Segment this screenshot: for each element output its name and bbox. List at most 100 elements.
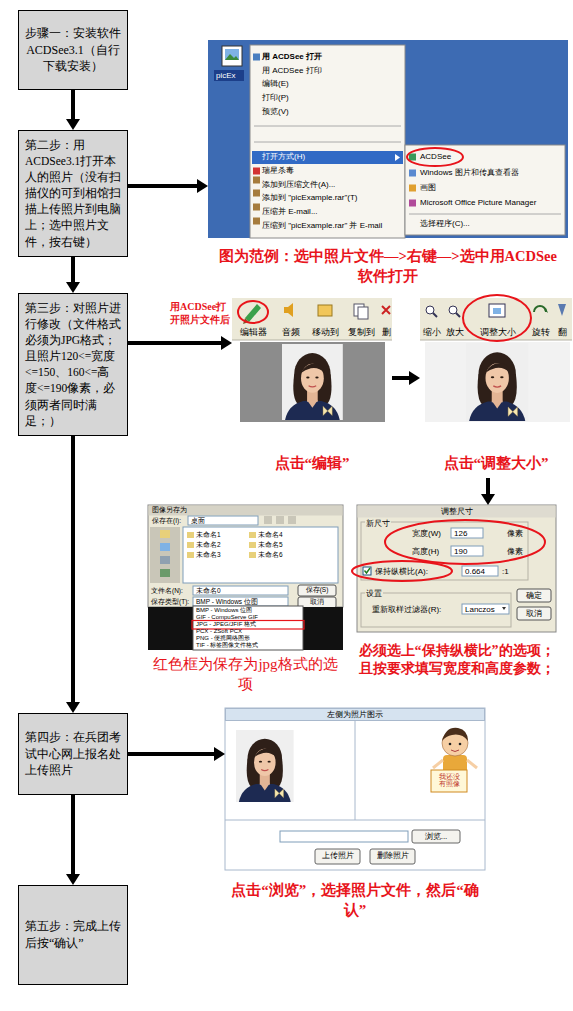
- ui-text: Microsoft Office Picture Manager: [420, 198, 536, 208]
- ui-text: 未命名0: [196, 587, 221, 595]
- save-dialog: [298, 585, 336, 596]
- ui-text: 126: [454, 529, 467, 539]
- resize-dialog: [352, 505, 556, 632]
- ui-text: 未命名1: [196, 531, 221, 539]
- context-menu-screenshot: [254, 142, 401, 143]
- editor-toolbar-screenshot: [238, 301, 268, 323]
- save-dialog: [160, 556, 170, 564]
- ui-text: BMP - Windows 位图: [196, 607, 252, 614]
- context-menu-screenshot: [253, 54, 260, 61]
- ui-text: 保存类型(T):: [151, 598, 189, 606]
- ui-text: 调整尺寸: [357, 507, 556, 516]
- save-dialog: [187, 552, 194, 558]
- ui-text: 我还没有照像: [438, 773, 460, 788]
- resize-dialog: [517, 607, 551, 620]
- resize-toolbar-screenshot: [425, 342, 570, 422]
- ui-text: 缩小: [423, 327, 441, 337]
- ui-text: 翻: [558, 327, 567, 337]
- ui-text: ACDSee: [420, 152, 451, 162]
- upload-panel: [442, 728, 468, 741]
- save-dialog: [188, 516, 258, 525]
- caption-text: 图为范例：选中照片文件—>右键—>选中用ACDSee软件打开: [218, 247, 558, 286]
- context-menu-screenshot: [214, 70, 244, 81]
- ui-text: 打开方式(H): [262, 152, 305, 162]
- upload-panel: [236, 730, 294, 802]
- save-dialog: [148, 505, 343, 607]
- save-dialog: [298, 597, 336, 608]
- ui-text: 新尺寸: [365, 519, 391, 529]
- ui-text: 未命名6: [258, 551, 283, 559]
- resize-dialog: [352, 561, 452, 581]
- save-dialog: [148, 607, 343, 650]
- resize-toolbar-screenshot: [420, 298, 572, 340]
- step-text: 第四步：在兵团考试中心网上报名处上传照片: [25, 729, 121, 779]
- ui-text: 删: [382, 327, 391, 337]
- flow-arrow: [128, 336, 232, 350]
- ui-text: 未命名5: [258, 541, 283, 549]
- ui-text: TIF - 标签图像文件格式: [196, 642, 258, 649]
- ui-text: 压缩到 "picExample.rar" 并 E-mail: [262, 221, 382, 231]
- flow-arrow: [481, 478, 495, 505]
- upload-panel: [225, 820, 485, 821]
- flow-arrow: [66, 795, 80, 885]
- resize-dialog: [365, 568, 371, 573]
- screenshot-panel: 缩小放大调整大小旋转翻点击“调整大小”: [420, 298, 572, 478]
- save-dialog: [276, 516, 284, 524]
- upload-panel: [451, 750, 459, 752]
- arrow-head: [66, 282, 80, 293]
- ui-text: 添加到 "picExample.rar"(T): [262, 193, 357, 203]
- caption-text: 红色框为保存为jpg格式的选项: [148, 655, 343, 694]
- save-dialog: [193, 597, 288, 606]
- ui-text: 音频: [282, 327, 300, 337]
- upload-panel: [467, 760, 477, 768]
- upload-panel: [225, 708, 485, 870]
- ui-text: 用 ACDSee 打印: [262, 66, 322, 76]
- resize-toolbar-screenshot: [558, 304, 566, 316]
- ui-text: 瑞星杀毒: [262, 166, 294, 176]
- screenshot-panel: 编辑器音频移动到复制到删点击“编辑”: [232, 298, 392, 478]
- ui-text: 确定: [517, 591, 551, 601]
- ui-text: 浏览...: [412, 832, 460, 842]
- ui-text: 打印(P): [262, 93, 289, 103]
- upload-panel: [315, 849, 360, 864]
- resize-dialog: [462, 604, 509, 614]
- resize-dialog: [451, 528, 483, 538]
- context-menu-screenshot: [409, 185, 416, 192]
- ui-text: 像素: [507, 547, 523, 557]
- save-dialog: [149, 506, 343, 516]
- step-box: 第五步：完成上传后按“确认”: [18, 885, 128, 985]
- resize-dialog: [357, 505, 556, 632]
- screenshot-panel: 左侧为照片图示我还没有照像浏览...上传照片删除照片点击“浏览”，选择照片文件，…: [225, 708, 485, 933]
- flow-arrow: [128, 179, 208, 193]
- context-menu-screenshot: [253, 190, 260, 197]
- ui-text: Windows 图片和传真查看器: [420, 168, 519, 178]
- editor-toolbar-screenshot: [358, 307, 368, 319]
- ui-text: Lanczos: [465, 605, 495, 615]
- upload-panel: [225, 708, 485, 870]
- save-dialog: [249, 552, 256, 558]
- save-dialog: [160, 569, 170, 577]
- resize-toolbar-screenshot: [456, 313, 460, 317]
- save-dialog: [150, 527, 180, 583]
- ui-text: 高度(H): [412, 547, 439, 557]
- save-dialog: [183, 527, 338, 583]
- step-box: 第三步：对照片进行修改（文件格式必须为JPG格式；且照片120<=宽度<=150…: [18, 293, 128, 436]
- ui-text: 编辑(E): [262, 79, 289, 89]
- caption-text: 点击“调整大小”: [420, 454, 572, 474]
- arrow-head: [66, 119, 80, 130]
- context-menu-screenshot: [253, 177, 260, 184]
- ui-text: 桌面: [191, 517, 205, 525]
- context-menu-screenshot: [254, 126, 401, 127]
- context-menu-screenshot: [225, 49, 239, 60]
- context-menu-screenshot: [253, 168, 260, 175]
- save-dialog: [264, 516, 272, 524]
- step-box: 步骤一：安装软件ACDSee3.1（自行下载安装）: [18, 10, 128, 90]
- caption-text: 点击“浏览”，选择照片文件，然后“确认”: [225, 881, 485, 920]
- save-dialog: [160, 530, 170, 538]
- resize-toolbar-screenshot: [426, 306, 434, 314]
- ui-text: 未命名4: [258, 531, 283, 539]
- arrow-shaft: [392, 376, 409, 380]
- ui-text: 预览(V): [262, 107, 289, 117]
- arrow-head: [409, 371, 420, 385]
